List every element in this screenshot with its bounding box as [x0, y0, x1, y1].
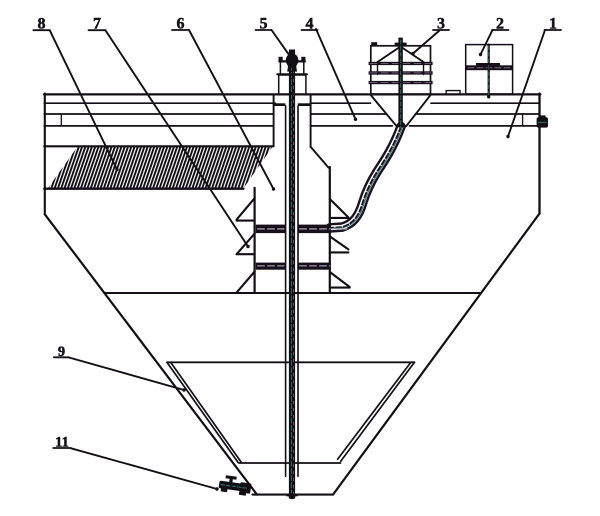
- svg-text:3: 3: [437, 15, 445, 32]
- svg-text:5: 5: [260, 15, 268, 32]
- svg-text:7: 7: [93, 16, 101, 33]
- svg-text:1: 1: [549, 15, 557, 32]
- svg-text:2: 2: [496, 15, 504, 32]
- svg-text:6: 6: [177, 15, 185, 32]
- svg-text:4: 4: [306, 15, 314, 32]
- svg-text:11: 11: [55, 435, 69, 451]
- svg-text:8: 8: [38, 16, 46, 33]
- svg-text:9: 9: [58, 344, 65, 360]
